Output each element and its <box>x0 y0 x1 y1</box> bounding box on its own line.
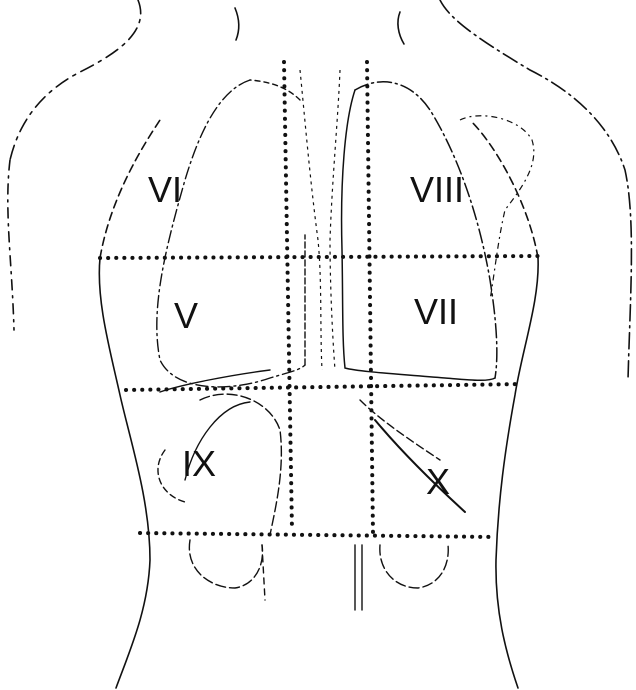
right-side-lung-outline <box>342 82 497 381</box>
region-label-x: X <box>426 461 450 502</box>
region-label-viii: VIII <box>410 169 464 210</box>
region-grid-lines <box>100 62 538 537</box>
region-label-vi: VI <box>148 169 182 210</box>
body-outline <box>8 0 632 688</box>
left-side-lung-outline <box>157 80 305 387</box>
mediastinum-outline <box>300 70 340 370</box>
region-label-v: V <box>174 295 198 336</box>
region-label-ix: IX <box>182 443 216 484</box>
region-labels: VI VIII V VII IX X <box>148 169 464 502</box>
horizontal-line-upper <box>100 256 538 258</box>
vertical-line-right <box>367 62 373 534</box>
abdominal-organ-outlines <box>158 370 465 610</box>
horizontal-line-lower <box>140 533 496 537</box>
region-label-vii: VII <box>414 291 458 332</box>
vertical-line-left <box>284 62 292 530</box>
